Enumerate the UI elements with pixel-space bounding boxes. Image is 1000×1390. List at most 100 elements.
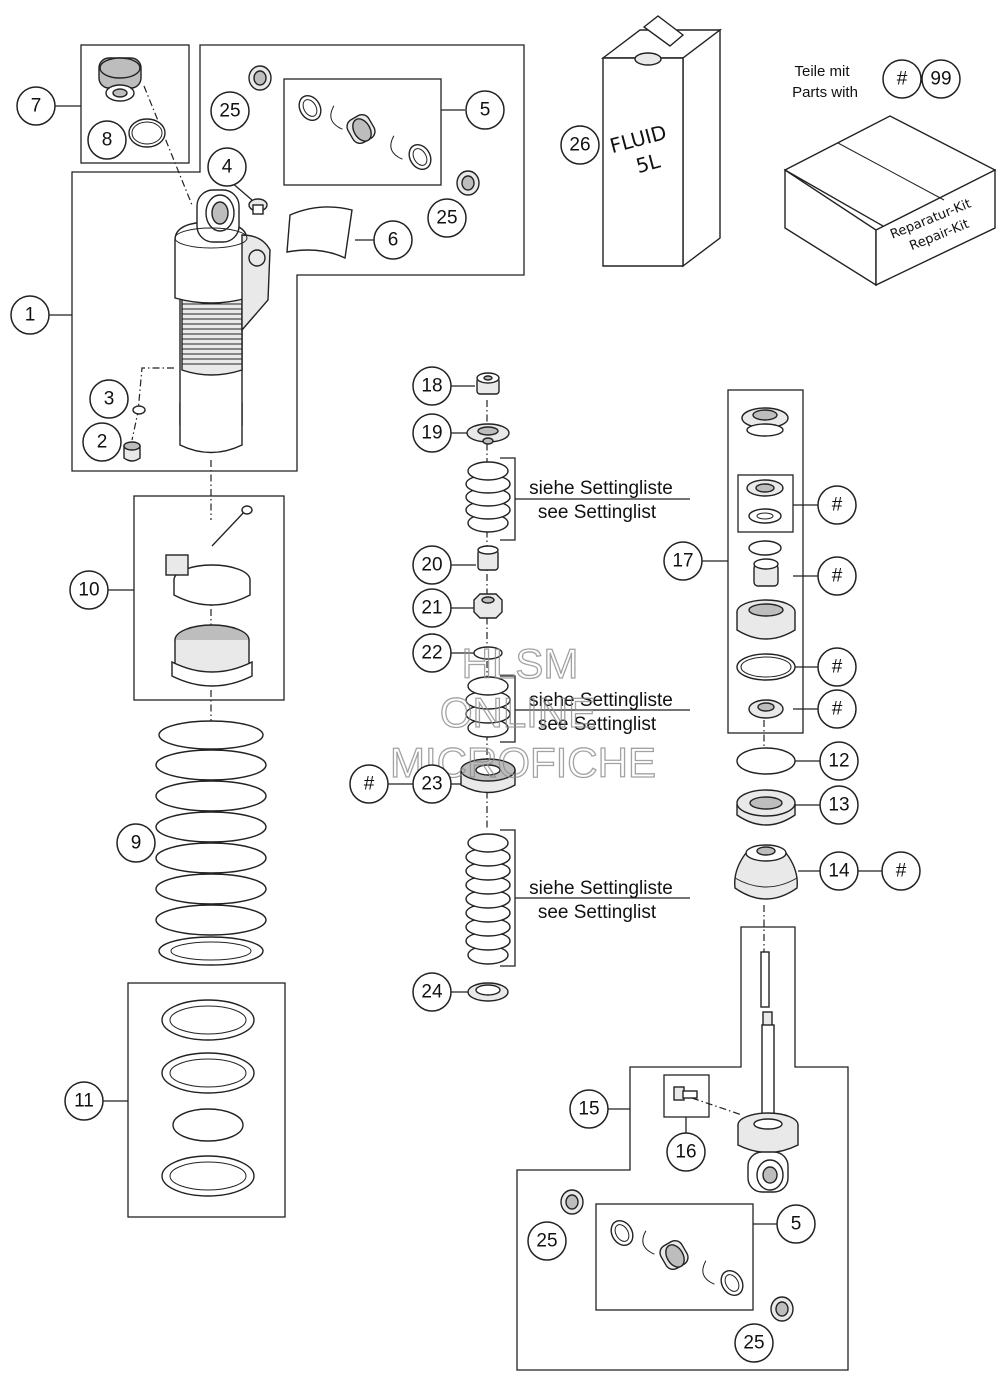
callout-26-label: 26 xyxy=(569,135,590,156)
callout-layer: 1 2 3 4 5 5 6 7 8 9 10 11 12 13 14 15 16… xyxy=(10,59,961,1363)
leader-lines xyxy=(49,105,882,1225)
callout-15-bubble xyxy=(569,1089,609,1129)
part-seal-head-13 xyxy=(736,789,796,826)
hash-23-bubble xyxy=(349,764,389,804)
callout-5-bottom: 5 xyxy=(776,1204,816,1244)
callout-25-bottom-left-bubble xyxy=(527,1221,567,1261)
frame-bushing-kit-bottom xyxy=(595,1203,754,1311)
callout-16-label: 16 xyxy=(675,1142,696,1163)
callout-19-label: 19 xyxy=(421,423,442,444)
legend-line1: Teile mit xyxy=(794,63,850,80)
callout-20: 20 xyxy=(412,545,452,585)
setting-note-1-de: siehe Settingliste xyxy=(529,478,673,499)
callout-26-bubble xyxy=(560,125,600,165)
callout-25-top-right-bubble xyxy=(427,198,467,238)
callout-16-bubble xyxy=(666,1132,706,1172)
callout-10: 10 xyxy=(69,570,109,610)
part-piston-23 xyxy=(460,758,516,794)
callout-21-bubble xyxy=(412,588,452,628)
callout-25-bottom-left: 25 xyxy=(527,1221,567,1261)
hash-14-bubble xyxy=(881,851,921,891)
fluid-can: FLUID 5L xyxy=(600,15,723,268)
callout-18-bubble xyxy=(412,366,452,406)
callout-24: 24 xyxy=(412,972,452,1012)
repair-kit-box: Reparatur-Kit Repair-Kit xyxy=(783,115,997,287)
callout-3-label: 3 xyxy=(104,389,115,410)
callout-19-bubble xyxy=(412,413,452,453)
part-washer-19 xyxy=(466,423,510,443)
callout-26: 26 xyxy=(560,125,600,165)
callout-20-bubble xyxy=(412,545,452,585)
part-bushing-kit-top xyxy=(298,94,432,171)
legend-line2: Parts with xyxy=(792,84,858,101)
setting-note-1-en: see Settinglist xyxy=(538,502,657,523)
callout-3-bubble xyxy=(89,379,129,419)
legend: Teile mit Parts with xyxy=(792,63,858,101)
callout-4-bubble xyxy=(207,147,247,187)
part-shim-22 xyxy=(473,646,503,660)
part-shim-stack-top xyxy=(465,437,511,533)
callout-4-label: 4 xyxy=(222,157,233,178)
hash-17-subkit-label: # xyxy=(832,495,843,516)
part-dust-seal-25a xyxy=(248,65,272,91)
hash-17-seal: # xyxy=(817,689,857,729)
callout-23: 23 xyxy=(412,764,452,804)
callout-13-bubble xyxy=(819,785,859,825)
callout-15-label: 15 xyxy=(578,1099,599,1120)
part-shock-body xyxy=(174,189,271,454)
part-nut-18 xyxy=(476,372,500,395)
hash-23-label: # xyxy=(364,774,375,795)
frame-piston-rod xyxy=(516,926,849,1371)
callout-99: 99 xyxy=(921,59,961,99)
callout-5-top-label: 5 xyxy=(480,100,491,121)
callout-9: 9 xyxy=(116,823,156,863)
frame-adjuster-ring xyxy=(133,495,285,701)
part-dust-seal-25d xyxy=(770,1296,794,1322)
callout-17-label: 17 xyxy=(672,551,693,572)
hash-legend-bubble xyxy=(882,59,922,99)
hash-17-seal-bubble xyxy=(817,689,857,729)
callout-25-top-right-label: 25 xyxy=(436,208,457,229)
callout-13: 13 xyxy=(819,785,859,825)
part-circlip-12 xyxy=(736,747,796,775)
watermark-line1: HLSM xyxy=(462,640,579,687)
hash-legend: # xyxy=(882,59,922,99)
callout-9-label: 9 xyxy=(131,833,142,854)
part-shim-stack-bottom xyxy=(465,833,511,965)
callout-2-label: 2 xyxy=(97,432,108,453)
callout-5-top-bubble xyxy=(465,90,505,130)
callout-4: 4 xyxy=(207,147,247,187)
callout-7-label: 7 xyxy=(31,96,42,117)
hash-17-subkit-bubble xyxy=(817,485,857,525)
part-spring-washers-11 xyxy=(161,999,255,1197)
callout-5-top: 5 xyxy=(465,90,505,130)
part-ring-8 xyxy=(128,118,166,148)
part-dust-seal-25b xyxy=(456,170,480,196)
callout-6-label: 6 xyxy=(388,230,399,251)
callout-16: 16 xyxy=(666,1132,706,1172)
setting-note-3-en: see Settinglist xyxy=(538,902,657,923)
callout-25-bottom-right-bubble xyxy=(734,1323,774,1363)
callout-25-top-left-label: 25 xyxy=(219,101,240,122)
callout-21-label: 21 xyxy=(421,598,442,619)
callout-23-bubble xyxy=(412,764,452,804)
callout-24-bubble xyxy=(412,972,452,1012)
part-adjuster-ring-10 xyxy=(165,505,253,687)
hash-17-bushing-label: # xyxy=(832,566,843,587)
callout-8-label: 8 xyxy=(102,130,113,151)
hash-17-bushing: # xyxy=(817,556,857,596)
frame-seal-subkit xyxy=(737,474,794,533)
callout-25-top-left: 25 xyxy=(210,91,250,131)
callout-5-bottom-bubble xyxy=(776,1204,816,1244)
callout-18-label: 18 xyxy=(421,376,442,397)
callout-22: 22 xyxy=(412,633,452,673)
callout-11: 11 xyxy=(64,1081,104,1121)
callout-25-bottom-left-label: 25 xyxy=(536,1231,557,1252)
callout-1-bubble xyxy=(10,295,50,335)
callout-15: 15 xyxy=(569,1089,609,1129)
callout-25-bottom-right-label: 25 xyxy=(743,1333,764,1354)
callout-8: 8 xyxy=(87,120,127,160)
callout-25-top-left-bubble xyxy=(210,91,250,131)
setting-note-2-de: siehe Settingliste xyxy=(529,690,673,711)
